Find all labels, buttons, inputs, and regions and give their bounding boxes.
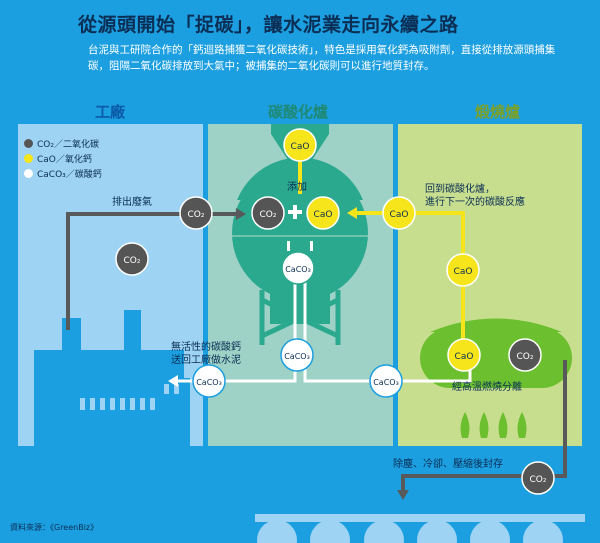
cao-return-arrowhead	[347, 207, 357, 219]
caco3-molecule-right: CaCO₃	[369, 364, 403, 398]
co2-molecule-exhaust: CO₂	[179, 196, 213, 230]
co2-storage-line	[401, 360, 567, 492]
legend-cao: CaO／氧化鈣	[24, 152, 92, 165]
carbonator-legs	[259, 290, 341, 345]
svg-text:CO₂: CO₂	[517, 352, 534, 362]
svg-text:CO₂: CO₂	[260, 210, 277, 220]
cao-molecule-rising: CaO	[446, 253, 480, 287]
svg-text:CO₂: CO₂	[188, 210, 205, 220]
legend-cao-label: CaO／氧化鈣	[37, 155, 92, 165]
storage-tanks	[255, 514, 585, 543]
calciner-flames	[460, 412, 527, 438]
equals-sign	[287, 241, 290, 251]
legend-caco3: CaCO₃／碳酸鈣	[24, 167, 102, 180]
return-label-line1: 回到碳酸化爐，	[425, 184, 495, 195]
caco3-left-arrowhead	[168, 375, 178, 387]
svg-text:CaCO₃: CaCO₃	[285, 265, 311, 274]
co2-molecule-reactor: CO₂	[251, 196, 285, 230]
panel-label-calciner: 煅燒爐	[475, 103, 521, 121]
factory-windows	[80, 384, 179, 410]
svg-text:CaCO₃: CaCO₃	[196, 378, 222, 387]
cao-molecule-calciner: CaO	[447, 338, 481, 372]
co2-molecule-calciner: CO₂	[508, 338, 542, 372]
inactive-label-line1: 無活性的碳酸鈣	[171, 342, 241, 353]
svg-text:CO₂: CO₂	[530, 475, 547, 485]
exhaust-label: 排出廢氣	[112, 197, 152, 208]
svg-text:CaO: CaO	[291, 142, 310, 152]
svg-text:CaO: CaO	[390, 210, 409, 220]
legend-cao-dot	[24, 154, 33, 163]
co2-storage-arrowhead	[397, 490, 409, 500]
caco3-molecule-reactor: CaCO₃	[281, 251, 315, 285]
high-temp-label: 經高溫燃燒分離	[452, 382, 522, 393]
svg-text:CaO: CaO	[455, 352, 474, 362]
page-description: 台泥與工研院合作的「鈣迴路捕獲二氧化碳技術」，特色是採用氧化鈣為吸附劑，直接從排…	[88, 44, 556, 72]
co2-molecule-storage: CO₂	[521, 461, 555, 495]
caco3-molecule-lower: CaCO₃	[280, 338, 314, 372]
co2-molecule-factory: CO₂	[115, 242, 149, 276]
calciner-panel	[398, 124, 582, 446]
svg-text:CaCO₃: CaCO₃	[373, 378, 399, 387]
calciner-vessel	[420, 328, 572, 388]
cao-molecule-return: CaO	[382, 196, 416, 230]
caco3-molecule-left: CaCO₃	[192, 364, 226, 398]
cao-molecule-top: CaO	[283, 128, 317, 162]
exhaust-arrowhead	[236, 208, 246, 220]
legend-co2-dot	[24, 139, 33, 148]
legend-caco3-dot	[24, 169, 33, 178]
equals-sign-bar	[310, 241, 313, 251]
source-credit: 資料來源：《GreenBiz》	[10, 523, 99, 532]
add-label: 添加	[287, 182, 307, 193]
inactive-label-line2: 送回工廠做水泥	[171, 355, 241, 366]
svg-text:CaCO₃: CaCO₃	[284, 352, 310, 361]
plus-sign	[288, 205, 302, 219]
page-title: 從源頭開始「捉碳」，讓水泥業走向永續之路	[78, 14, 459, 36]
factory-silhouette	[34, 310, 190, 446]
panel-label-factory: 工廠	[95, 103, 126, 121]
legend-co2: CO₂／二氧化碳	[24, 137, 99, 150]
storage-label: 除塵、冷卻、壓縮後封存	[393, 459, 503, 470]
panel-label-carbonator: 碳酸化爐	[268, 103, 329, 121]
return-label-line2: 進行下一次的碳酸反應	[425, 197, 525, 208]
cao-molecule-reactor: CaO	[306, 196, 340, 230]
legend-co2-label: CO₂／二氧化碳	[37, 140, 99, 150]
svg-text:CO₂: CO₂	[124, 256, 141, 266]
legend-caco3-label: CaCO₃／碳酸鈣	[37, 170, 102, 180]
svg-text:CaO: CaO	[314, 210, 333, 220]
svg-text:CaO: CaO	[454, 267, 473, 277]
